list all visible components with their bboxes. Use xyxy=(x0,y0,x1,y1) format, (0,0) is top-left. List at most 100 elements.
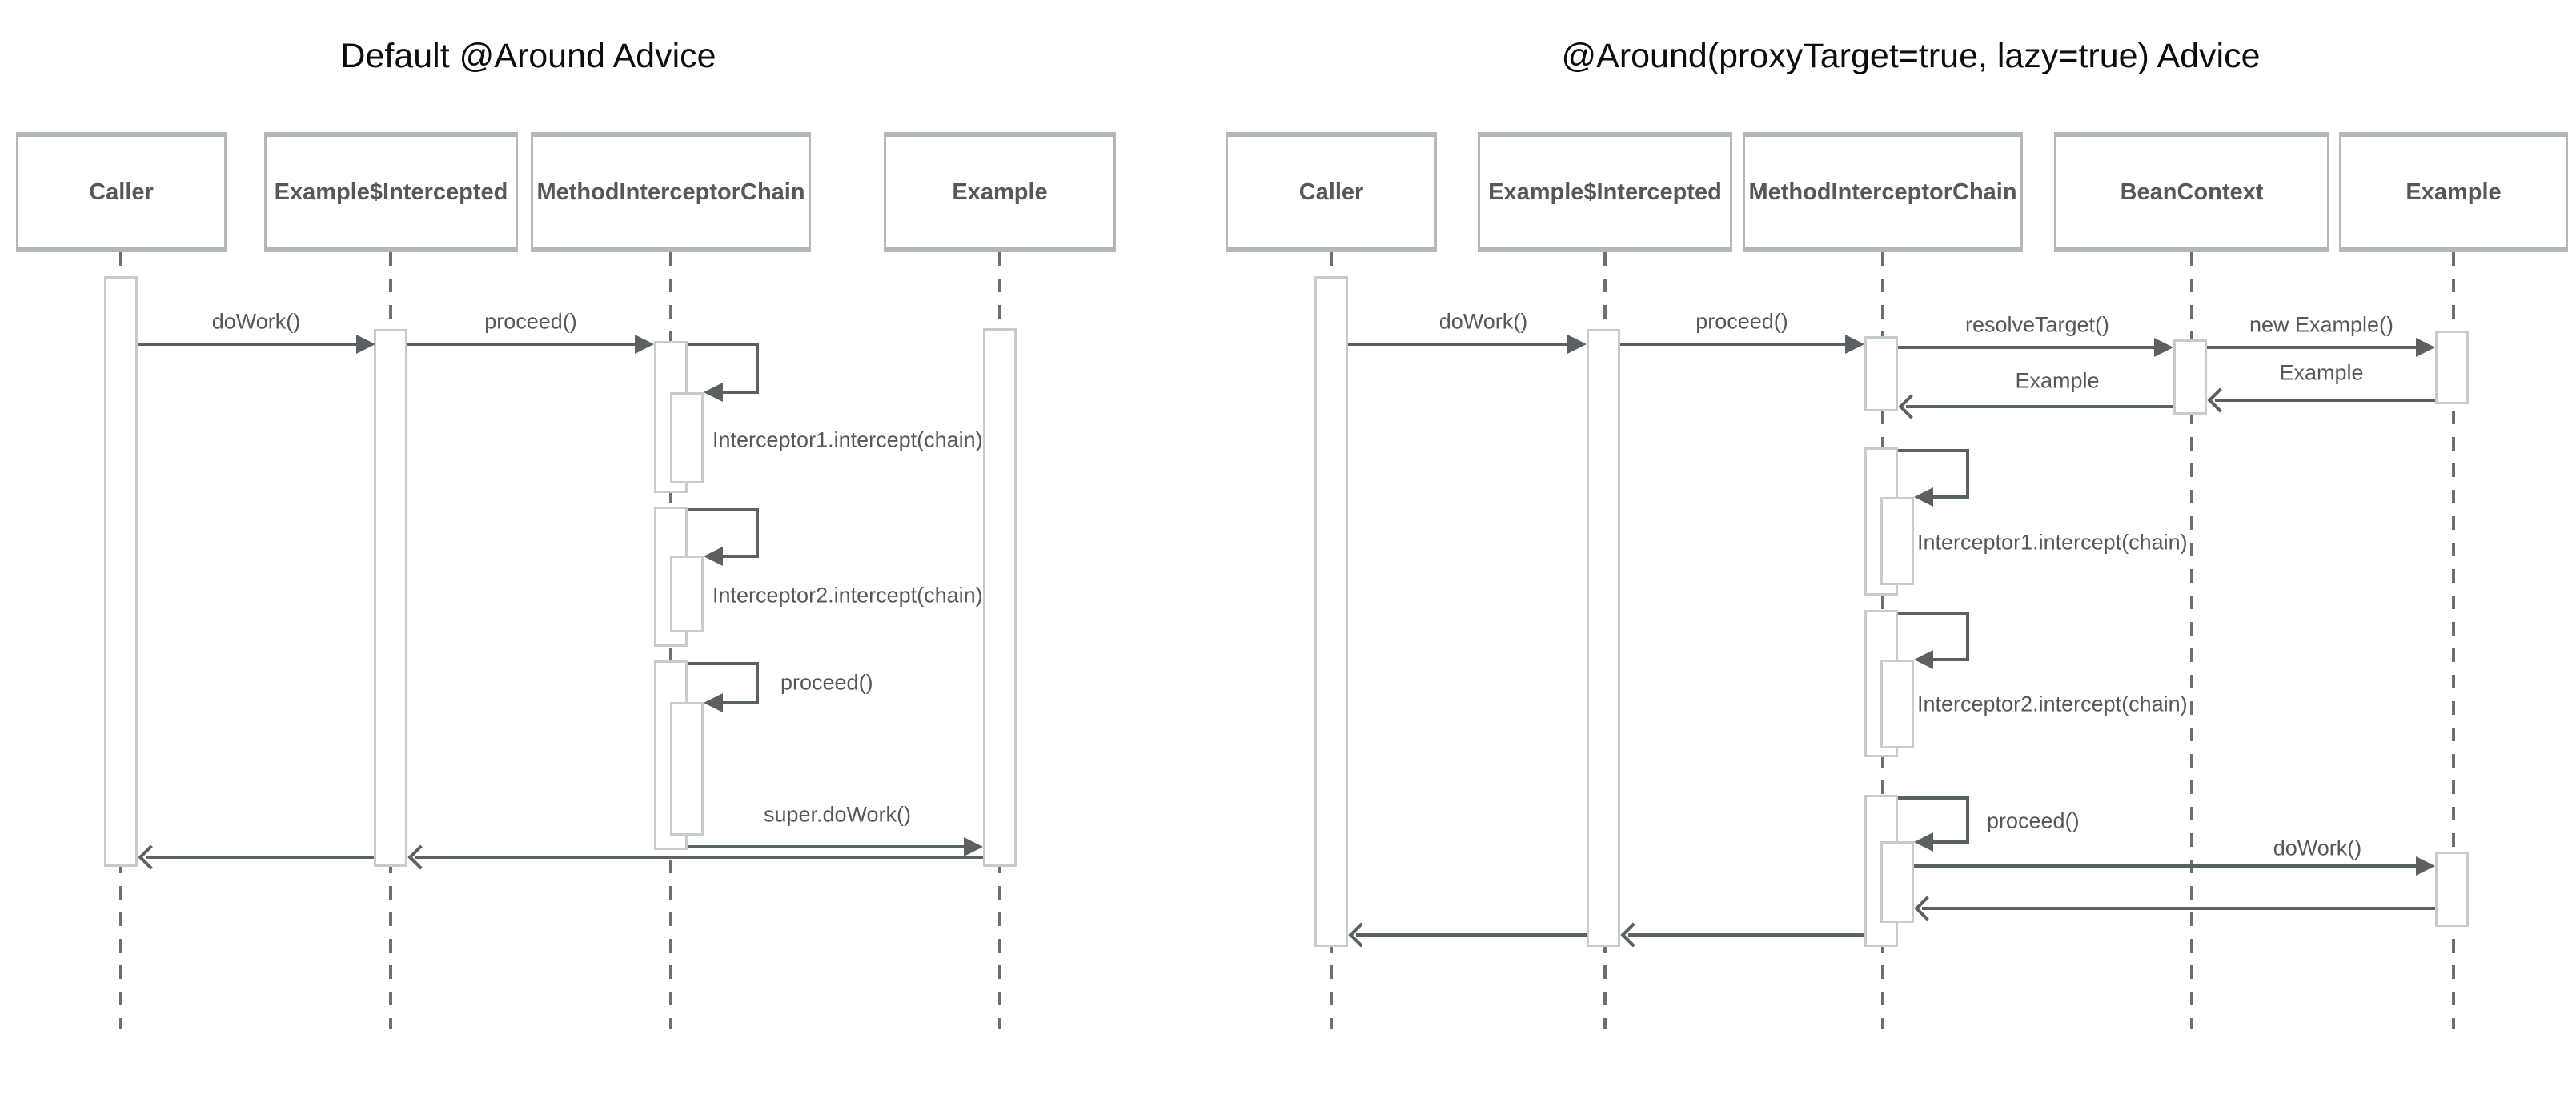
activation-bar-chain-call3-nested xyxy=(670,702,704,836)
self-call-loop-bottom-proceed xyxy=(723,701,759,704)
message-line-new-example xyxy=(2207,346,2416,349)
return-arrowhead-example-to-bean xyxy=(2207,387,2233,413)
participant-box-method-interceptor-chain: MethodInterceptorChain xyxy=(531,132,811,252)
participant-label: Caller xyxy=(1298,178,1364,205)
self-call-loop-top-interceptor1 xyxy=(686,343,759,346)
lifeline-example xyxy=(2452,252,2455,1029)
self-call-loop-side-interceptor2 xyxy=(1966,612,1969,661)
participant-label: Example$Intercepted xyxy=(274,178,508,205)
return-line-chain-to-example-intercepted xyxy=(1628,933,1864,937)
return-line-target-to-chain xyxy=(1922,907,2435,910)
return-arrowhead-bean-to-chain xyxy=(1898,394,1924,419)
self-call-loop-top-proceed xyxy=(686,662,759,665)
lifeline-bean-context xyxy=(2190,252,2193,1029)
participant-box-example: Example xyxy=(884,132,1116,252)
activation-bar-example-construct xyxy=(2435,331,2469,404)
arrowhead-dowork xyxy=(356,335,375,354)
activation-bar-chain-call2-nested xyxy=(670,556,704,632)
activation-bar-example-intercepted xyxy=(374,329,407,867)
activation-bar-example-dowork xyxy=(2435,852,2469,927)
message-line-resolve-target xyxy=(1898,346,2154,349)
message-label-resolve-target: resolveTarget() xyxy=(1964,312,2110,337)
arrowhead-new-example xyxy=(2416,338,2435,357)
message-line-dowork xyxy=(1348,343,1567,346)
participant-box-example-intercepted: Example$Intercepted xyxy=(1478,132,1732,252)
return-arrowhead-to-caller xyxy=(1348,922,1374,948)
self-call-loop-bottom-interceptor1 xyxy=(1933,495,1969,499)
self-call-loop-top-interceptor2 xyxy=(1896,612,1969,615)
message-line-proceed xyxy=(1620,343,1845,346)
participant-label: MethodInterceptorChain xyxy=(1748,178,2017,205)
activation-bar-chain-call3-nested xyxy=(1880,841,1914,923)
activation-bar-chain-call1-nested xyxy=(1880,497,1914,585)
return-line-example-to-bean xyxy=(2215,399,2435,402)
message-label-interceptor1: Interceptor1.intercept(chain) xyxy=(1917,530,2188,555)
message-label-dowork: doWork() xyxy=(211,309,301,334)
message-label-interceptor2: Interceptor2.intercept(chain) xyxy=(712,583,983,608)
return-line-to-example-intercepted xyxy=(415,856,983,859)
activation-bar-chain-call1-nested xyxy=(670,392,704,483)
return-arrowhead-target-to-chain xyxy=(1914,896,1940,921)
participant-box-bean-context: BeanContext xyxy=(2054,132,2329,252)
message-label-return-example-bean: Example xyxy=(2015,368,2100,393)
message-label-return-example-target: Example xyxy=(2279,360,2364,385)
self-call-loop-side-interceptor1 xyxy=(1966,449,1969,499)
return-line-bean-to-chain xyxy=(1906,405,2173,408)
participant-label: Example$Intercepted xyxy=(1488,178,1722,205)
arrowhead-resolve-target xyxy=(2154,338,2173,357)
arrowhead-proceed xyxy=(635,335,654,354)
self-call-loop-side-proceed xyxy=(756,662,759,704)
message-line-proceed xyxy=(407,343,635,346)
return-line-to-caller xyxy=(146,856,374,859)
participant-label: BeanContext xyxy=(2120,178,2264,205)
message-line-dowork-target xyxy=(1914,864,2416,868)
activation-bar-example-intercepted xyxy=(1587,329,1620,947)
message-label-dowork-target: doWork() xyxy=(2273,836,2362,860)
return-arrowhead-chain-to-example-intercepted xyxy=(1620,922,1646,948)
message-label-proceed: proceed() xyxy=(1695,309,1788,334)
message-label-interceptor2: Interceptor2.intercept(chain) xyxy=(1917,692,2188,716)
self-call-loop-side-interceptor2 xyxy=(756,508,759,558)
message-line-super-dowork xyxy=(688,845,964,848)
self-call-loop-top-interceptor2 xyxy=(686,508,759,511)
message-label-proceed2: proceed() xyxy=(780,670,873,695)
arrowhead-proceed-self-call xyxy=(704,693,723,712)
return-arrowhead-to-caller xyxy=(138,844,163,870)
self-call-loop-side-interceptor1 xyxy=(756,343,759,392)
message-line-dowork xyxy=(138,343,356,346)
message-label-interceptor1: Interceptor1.intercept(chain) xyxy=(712,427,983,452)
message-label-super-dowork: super.doWork() xyxy=(763,802,912,827)
arrowhead-dowork-target xyxy=(2416,856,2435,876)
message-label-proceed2: proceed() xyxy=(1987,808,2080,833)
participant-box-caller: Caller xyxy=(1226,132,1437,252)
message-label-new-example: new Example() xyxy=(2249,312,2394,337)
arrowhead-super-dowork xyxy=(964,837,983,856)
participant-label: MethodInterceptorChain xyxy=(536,178,805,205)
return-line-to-caller xyxy=(1356,933,1587,937)
participant-box-example-intercepted: Example$Intercepted xyxy=(264,132,518,252)
self-call-loop-side-proceed xyxy=(1966,796,1969,844)
participant-label: Example xyxy=(2405,178,2502,205)
arrowhead-interceptor1 xyxy=(1914,487,1933,507)
activation-bar-chain-resolve xyxy=(1864,336,1898,411)
return-arrowhead-to-example-intercepted xyxy=(407,844,433,870)
message-label-proceed: proceed() xyxy=(484,309,577,334)
self-call-loop-bottom-interceptor1 xyxy=(723,391,759,394)
diagram-title: @Around(proxyTarget=true, lazy=true) Adv… xyxy=(1561,37,2261,75)
activation-bar-caller xyxy=(1314,276,1348,947)
participant-box-example: Example xyxy=(2339,132,2568,252)
self-call-loop-bottom-interceptor2 xyxy=(1933,658,1969,661)
participant-box-caller: Caller xyxy=(16,132,227,252)
activation-bar-example xyxy=(983,328,1017,867)
self-call-loop-top-proceed xyxy=(1896,796,1969,800)
arrowhead-proceed xyxy=(1845,335,1864,354)
arrowhead-interceptor2 xyxy=(704,547,723,566)
arrowhead-interceptor1 xyxy=(704,383,723,402)
self-call-loop-bottom-interceptor2 xyxy=(723,555,759,558)
message-label-dowork: doWork() xyxy=(1438,309,1528,334)
self-call-loop-top-interceptor1 xyxy=(1896,449,1969,452)
arrowhead-dowork xyxy=(1567,335,1587,354)
participant-label: Example xyxy=(952,178,1048,205)
diagram-title: Default @Around Advice xyxy=(340,37,716,75)
